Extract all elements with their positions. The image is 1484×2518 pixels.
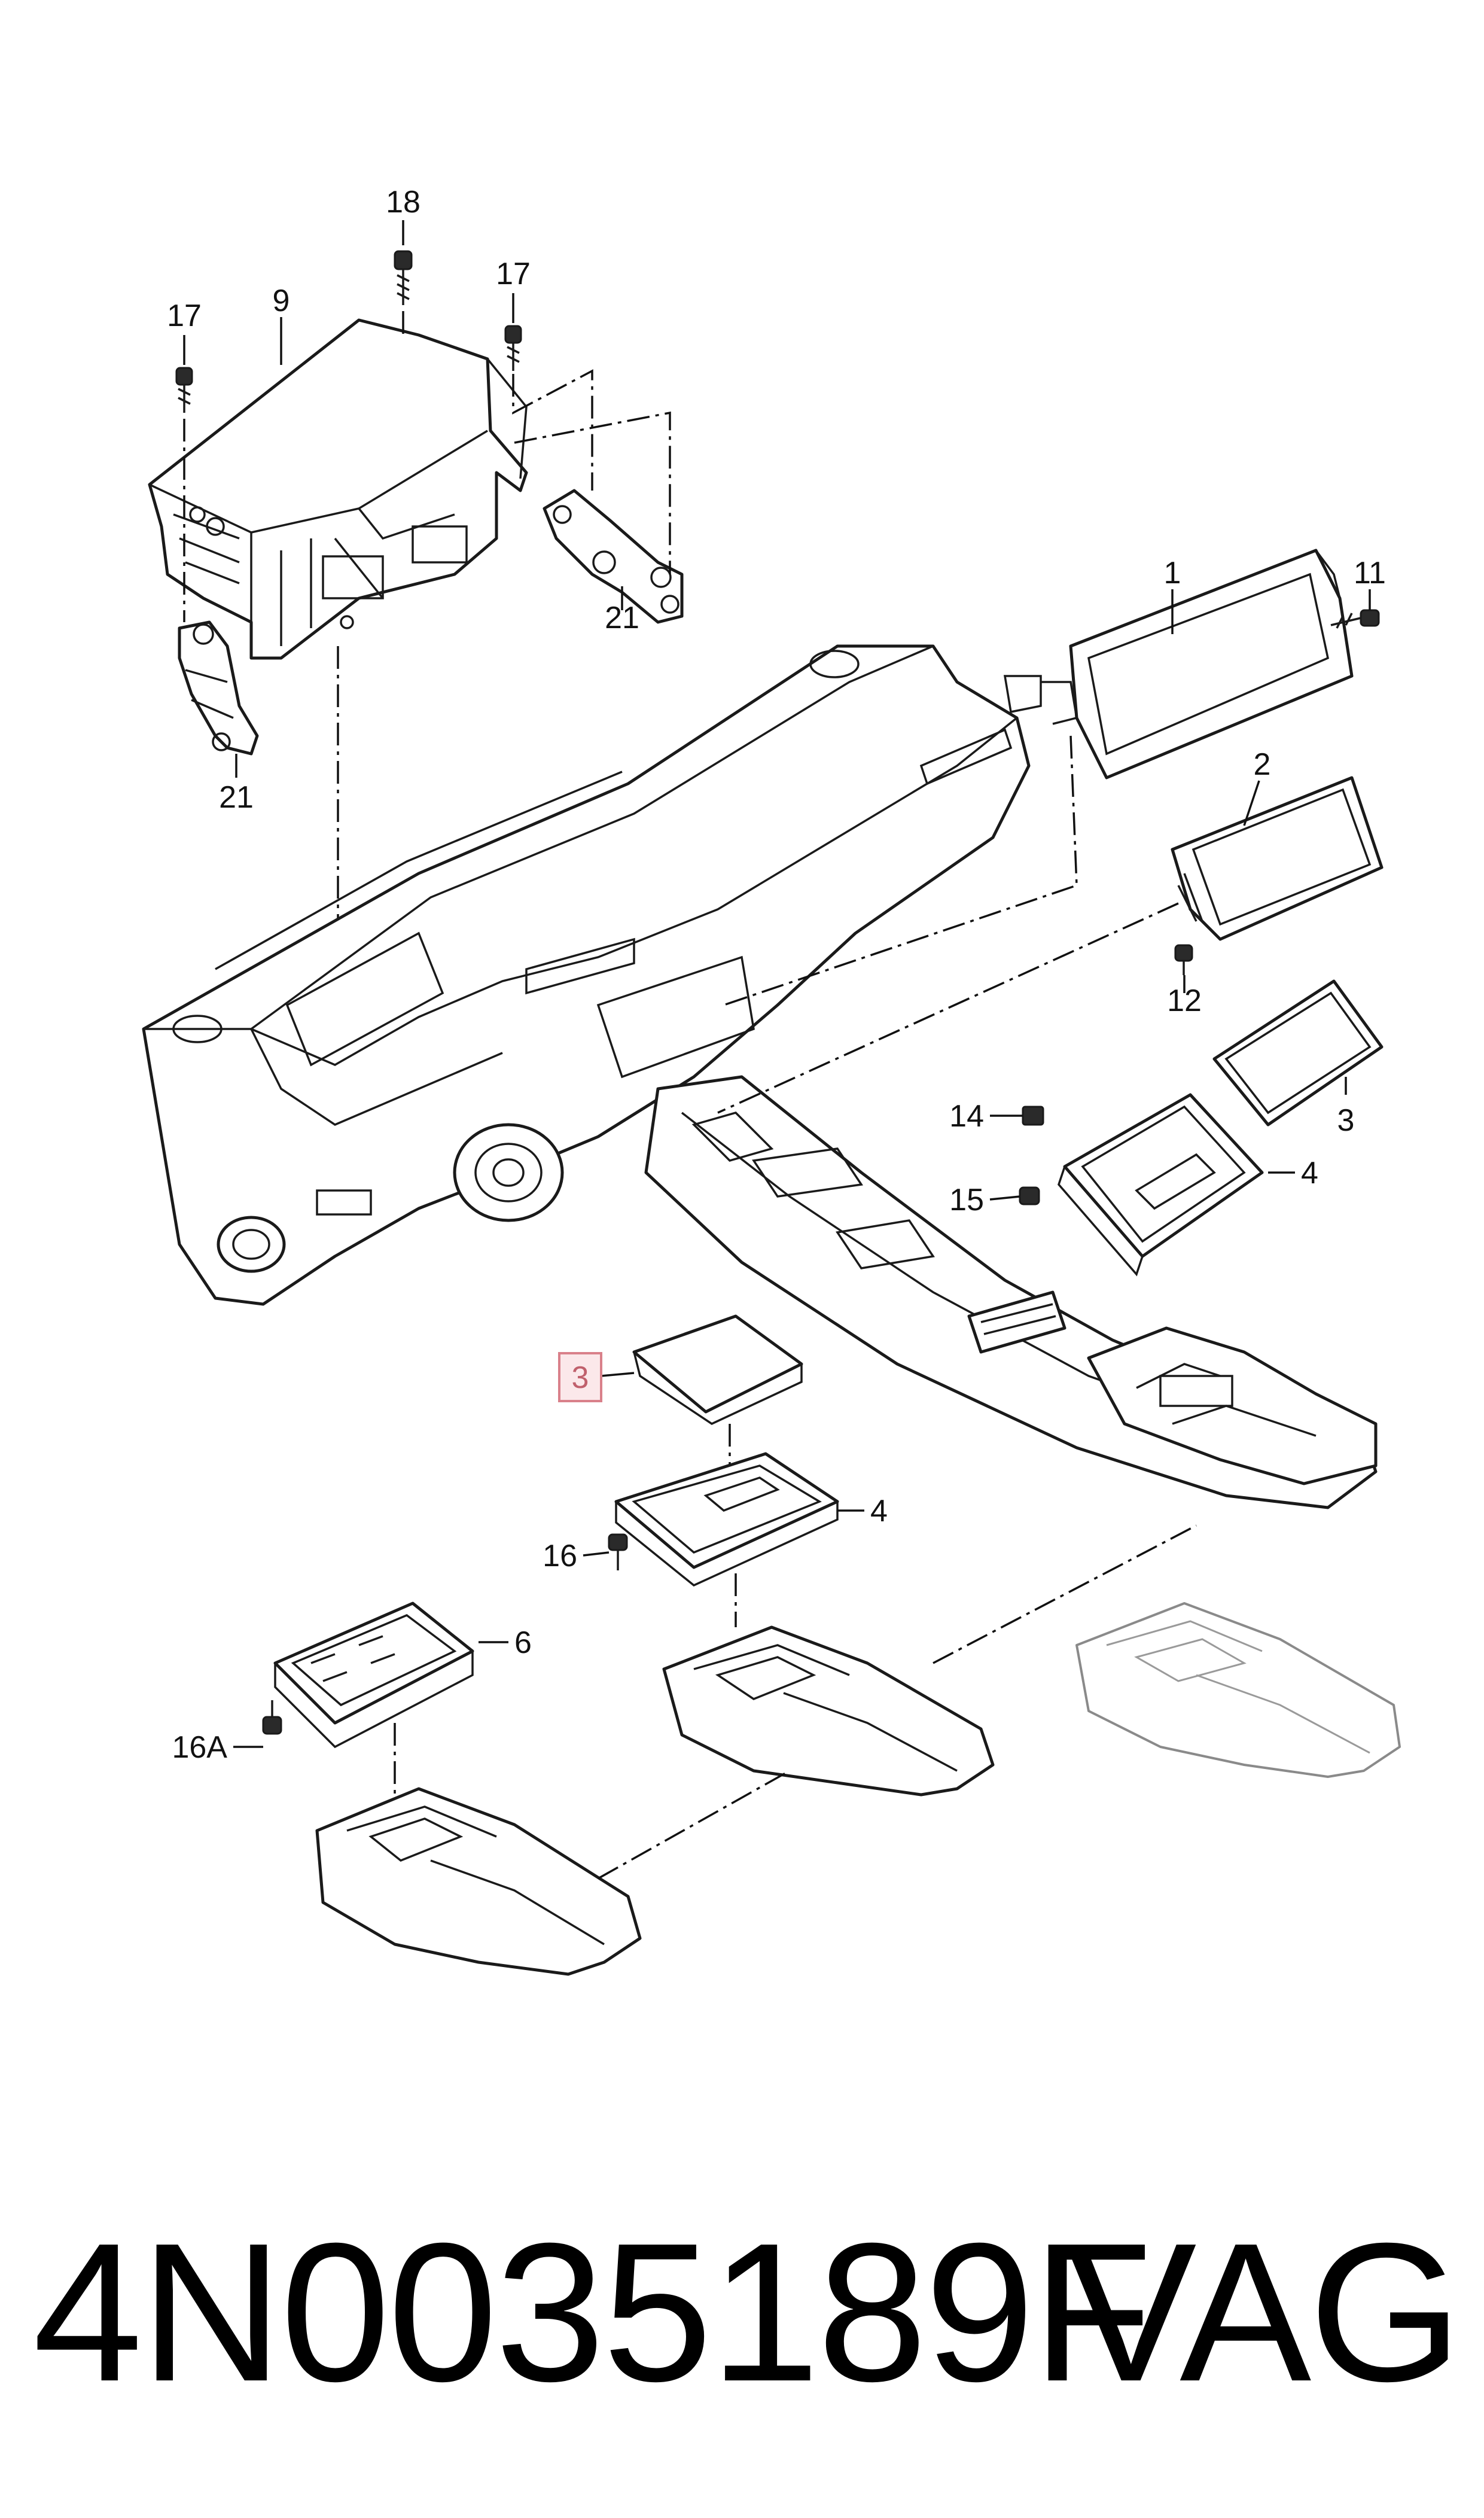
part-1-display (1003, 549, 1354, 780)
part-6-climate-panel (273, 1601, 474, 1749)
part-4-unit-right (1058, 1093, 1264, 1277)
callout-16a: 16A (172, 1730, 227, 1765)
rear-console-left (315, 1787, 642, 1976)
callout-21-right: 21 (605, 601, 639, 635)
screw-15 (1019, 1186, 1040, 1205)
brand-name: VAG (1065, 2202, 1462, 2422)
callout-18: 18 (386, 185, 420, 220)
leader-lines (183, 220, 1371, 1748)
rear-console-faint (1075, 1602, 1401, 1778)
callout-11: 11 (1354, 556, 1386, 590)
callout-1: 1 (1164, 556, 1181, 590)
callout-16: 16 (543, 1539, 577, 1573)
screw-16 (608, 1533, 628, 1570)
screw-16a (262, 1700, 282, 1735)
rear-console-center (662, 1625, 995, 1797)
callout-14: 14 (949, 1099, 984, 1134)
callout-3-right: 3 (1337, 1103, 1355, 1138)
center-console (644, 1075, 1378, 1509)
screw-17-left (175, 367, 193, 413)
part-number: 4N0035189F (33, 2202, 1153, 2422)
screw-18 (394, 250, 413, 305)
callout-4-center: 4 (870, 1494, 888, 1529)
screw-12 (1174, 944, 1193, 975)
screw-17-right (504, 325, 522, 371)
callout-6: 6 (514, 1625, 532, 1660)
part-3-cover-center (632, 1314, 803, 1426)
highlight-label: 3 (572, 1360, 589, 1395)
callout-9: 9 (273, 284, 290, 318)
dashboard (142, 644, 1031, 1306)
clip-14 (1022, 1106, 1044, 1126)
part-2-display (1171, 776, 1384, 941)
callout-21-left: 21 (219, 780, 254, 815)
part-4-unit-center (614, 1452, 839, 1587)
part-3-cover-right (1212, 979, 1384, 1126)
callout-4-right: 4 (1301, 1156, 1318, 1191)
callout-17-left: 17 (167, 299, 202, 333)
part-21-bracket-right (543, 489, 684, 624)
callout-12: 12 (1167, 984, 1202, 1018)
highlight-box (558, 1352, 602, 1402)
part-21-bracket-left (178, 620, 259, 756)
part-9-housing (148, 318, 528, 660)
callout-2: 2 (1254, 747, 1271, 782)
callout-15: 15 (949, 1183, 984, 1217)
callout-17-right: 17 (496, 257, 531, 291)
